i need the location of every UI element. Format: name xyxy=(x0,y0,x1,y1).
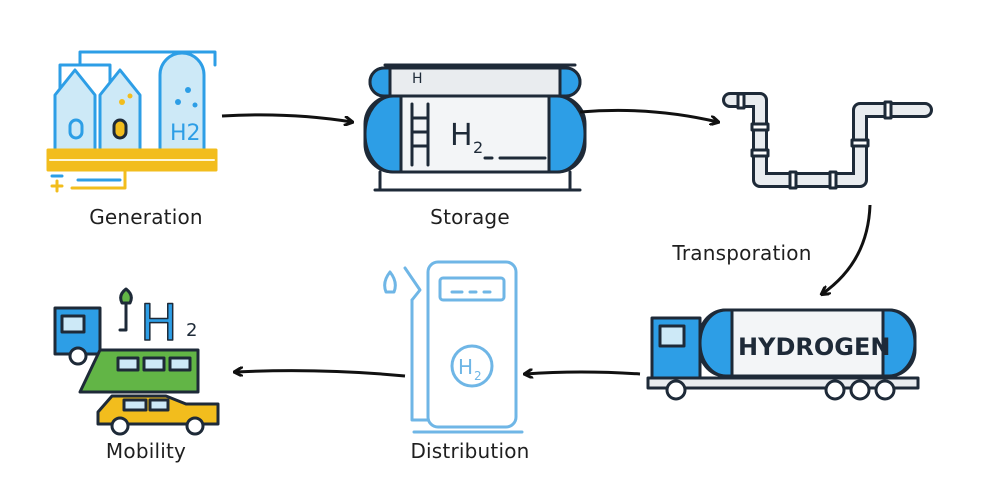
svg-text:H: H xyxy=(412,71,423,87)
arrow-storage-to-transport xyxy=(579,108,718,122)
arrow-generation-to-storage xyxy=(221,113,352,122)
h2-storage-text: H xyxy=(450,118,473,153)
h2-storage-sub: 2 xyxy=(473,138,483,157)
stage-label-mobility: Mobility xyxy=(105,439,187,463)
h2-mobility-text: H xyxy=(140,294,178,352)
storage-tank-icon: H H 2 xyxy=(363,63,587,192)
arrow-truck-to-dispenser xyxy=(525,372,641,374)
stage-label-transportation: Transporation xyxy=(672,241,812,265)
arrow-pipeline-to-truck xyxy=(822,204,872,294)
stage-label-storage: Storage xyxy=(430,205,510,229)
fuel-dispenser-icon: H 2 xyxy=(383,260,524,434)
h2-generator-text: H2 xyxy=(170,121,201,146)
h2-dispenser-sub: 2 xyxy=(474,369,482,383)
arrow-dispenser-to-mobility xyxy=(235,371,406,378)
stage-label-generation: Generation xyxy=(89,205,203,229)
hydrogen-tank-text: HYDROGEN xyxy=(738,333,890,361)
generator-plant-icon: H2 xyxy=(46,50,218,193)
h2-mobility-sub: 2 xyxy=(186,320,197,341)
h2-dispenser-text: H xyxy=(458,355,473,379)
pipeline-icon xyxy=(722,92,933,190)
tanker-truck-icon: HYDROGEN xyxy=(646,308,920,401)
vehicles-icon: H 2 xyxy=(53,287,220,436)
stage-label-distribution: Distribution xyxy=(410,439,530,463)
